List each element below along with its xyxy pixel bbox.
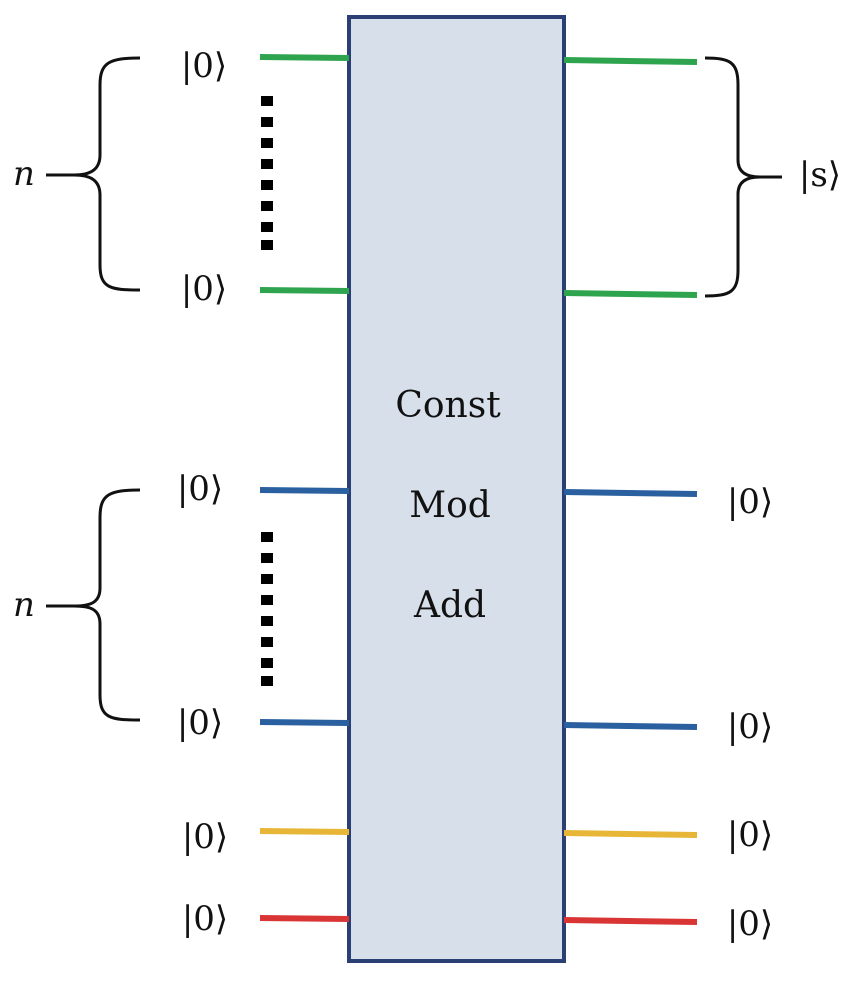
input-ket-6: |0⟩ — [182, 899, 228, 939]
output-ket-4: |0⟩ — [727, 904, 773, 944]
input-ket-5: |0⟩ — [182, 817, 228, 857]
wire-in-green-1 — [259, 54, 350, 61]
output-ket-3: |0⟩ — [727, 815, 773, 855]
output-ket-1: |0⟩ — [727, 482, 773, 522]
right-brace-output — [704, 56, 761, 298]
output-ket-2: |0⟩ — [727, 707, 773, 747]
wire-in-red — [259, 915, 350, 922]
wire-out-yellow — [563, 830, 698, 838]
left-brace-top — [73, 56, 141, 292]
input-ket-4: |0⟩ — [177, 703, 223, 743]
input-ket-3: |0⟩ — [177, 469, 223, 509]
wire-in-green-2 — [259, 287, 350, 294]
wire-out-green-1 — [563, 57, 698, 65]
wire-out-blue-2 — [563, 722, 698, 730]
input-ket-1: |0⟩ — [181, 46, 227, 86]
ellipsis-dots-top — [261, 96, 273, 250]
wire-out-green-2 — [563, 290, 698, 298]
ellipsis-dots-bottom — [261, 532, 273, 686]
const-mod-add-gate — [347, 15, 566, 963]
input-ket-2: |0⟩ — [181, 269, 227, 309]
gate-label-mod: Mod — [409, 485, 491, 526]
bottom-group-n-label: n — [13, 585, 35, 625]
left-brace-bottom — [73, 488, 141, 722]
wire-in-yellow — [259, 828, 350, 835]
gate-label-add: Add — [413, 585, 486, 626]
gate-label-const: Const — [395, 385, 501, 426]
wire-out-red — [563, 917, 698, 925]
wire-in-blue-2 — [259, 719, 350, 726]
output-s-ket: |s⟩ — [799, 155, 841, 195]
wire-out-blue-1 — [563, 489, 698, 497]
top-group-n-label: n — [13, 154, 35, 194]
wire-in-blue-1 — [259, 487, 350, 494]
